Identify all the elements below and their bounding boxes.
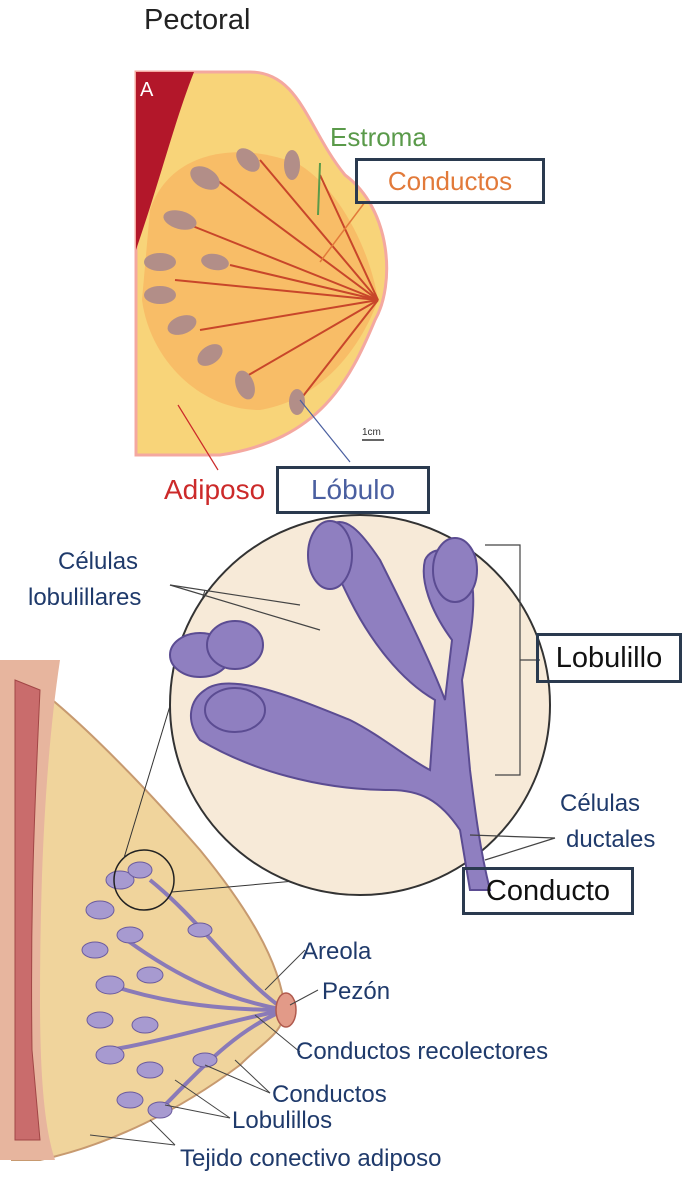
label-celulas-ductales-2: ductales [566,828,655,852]
label-areola: Areola [302,940,371,964]
label-estroma: Estroma [330,124,427,150]
cel-duct-leader-2 [485,838,555,860]
label-celulas-lobulillares-2: lobulillares [28,586,141,610]
label-conducto: Conducto [462,867,634,915]
nipple [276,993,296,1027]
label-celulas-lobulillares-1: Células [58,550,138,574]
label-scale: 1cm [362,428,381,438]
label-tejido: Tejido conectivo adiposo [180,1147,442,1171]
label-lobulillos: Lobulillos [232,1109,332,1133]
pezon-leader [290,990,318,1005]
label-conductos-top: Conductos [355,158,545,204]
label-conductos-bottom: Conductos [272,1083,387,1107]
tejido-leader-2 [150,1120,175,1145]
label-pectoral: Pectoral [144,6,250,35]
label-lobulo: Lóbulo [276,466,430,514]
label-lobulillo: Lobulillo [536,633,682,683]
label-celulas-ductales-1: Células [560,792,640,816]
label-marker-a: A [140,80,153,100]
conductos-leader-2 [235,1060,270,1093]
label-pezon: Pezón [322,980,390,1004]
label-conductos-recolectores: Conductos recolectores [296,1040,548,1064]
label-adiposo: Adiposo [164,476,265,504]
